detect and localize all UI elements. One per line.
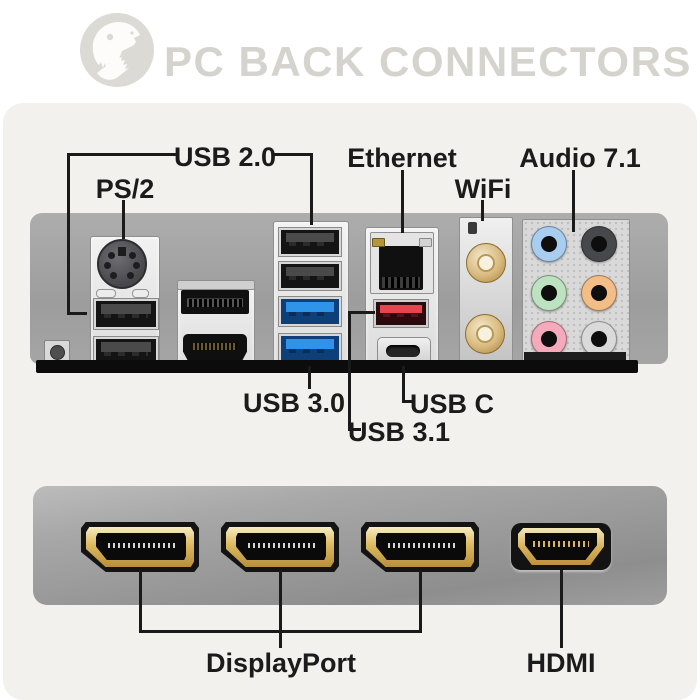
audio-jack-black xyxy=(581,226,617,262)
label-displayport: DisplayPort xyxy=(205,648,357,678)
audio-jack-green xyxy=(531,275,567,311)
line-segment xyxy=(402,400,415,403)
ps2-connector-line xyxy=(122,200,125,239)
label-ethernet: Ethernet xyxy=(347,143,457,173)
line-segment xyxy=(139,570,142,633)
ps2-port xyxy=(97,239,147,289)
label-ps2: PS/2 xyxy=(95,174,155,204)
line-segment xyxy=(402,366,405,403)
usb3-port xyxy=(278,333,342,365)
line-segment xyxy=(348,428,361,431)
line-segment xyxy=(272,153,313,156)
label-audio71: Audio 7.1 xyxy=(519,143,641,173)
audio-jack-gray xyxy=(581,321,617,357)
module-detail xyxy=(96,289,116,298)
line-segment xyxy=(67,153,70,315)
label-usb3: USB 3.0 xyxy=(242,388,346,418)
hdmi-connector-line xyxy=(560,570,563,648)
line-segment xyxy=(310,153,313,225)
page-title: PC BACK CONNECTORS xyxy=(164,38,692,85)
line-segment xyxy=(67,312,87,315)
audio-jack-orange xyxy=(581,275,617,311)
ethernet-connector-line xyxy=(401,170,404,233)
label-hdmi: HDMI xyxy=(526,648,596,678)
module-detail xyxy=(177,280,255,290)
line-segment xyxy=(279,570,282,648)
audio-jack-pink xyxy=(531,321,567,357)
displayport-port xyxy=(361,522,479,572)
line-segment xyxy=(139,630,422,633)
ethernet-port xyxy=(379,246,423,290)
usb3-connector-line xyxy=(308,366,311,389)
label-wifi: WiFi xyxy=(454,174,512,204)
usb31-port xyxy=(373,299,429,328)
label-usb2: USB 2.0 xyxy=(173,142,277,172)
wifi-antenna-connector xyxy=(466,243,506,283)
label-usbc: USB C xyxy=(409,389,495,419)
line-segment xyxy=(419,570,422,633)
wifi-connector-line xyxy=(481,200,484,221)
hdmi-port xyxy=(511,523,611,570)
audio-plate-base xyxy=(524,352,626,362)
line-segment xyxy=(67,153,179,156)
displayport-port xyxy=(221,522,339,572)
cmos-button-cap xyxy=(50,345,65,360)
usb2-port xyxy=(278,261,342,291)
usb2-port xyxy=(278,227,342,257)
trex-logo-icon xyxy=(80,13,154,87)
audio-connector-line xyxy=(572,170,575,232)
panel-edge-strip xyxy=(36,360,638,373)
ethernet-led xyxy=(419,238,432,247)
audio-jack-lightblue xyxy=(531,226,567,262)
displayport-out-port xyxy=(181,290,249,314)
usb3-port xyxy=(278,296,342,327)
ethernet-led xyxy=(372,238,385,247)
usb2-port xyxy=(93,298,159,330)
antenna-icon xyxy=(468,222,477,234)
displayport-port xyxy=(81,522,199,572)
module-detail xyxy=(132,289,149,298)
line-segment xyxy=(348,311,351,431)
label-usb31: USB 3.1 xyxy=(347,417,451,447)
wifi-antenna-connector xyxy=(465,314,505,354)
line-segment xyxy=(348,311,375,314)
